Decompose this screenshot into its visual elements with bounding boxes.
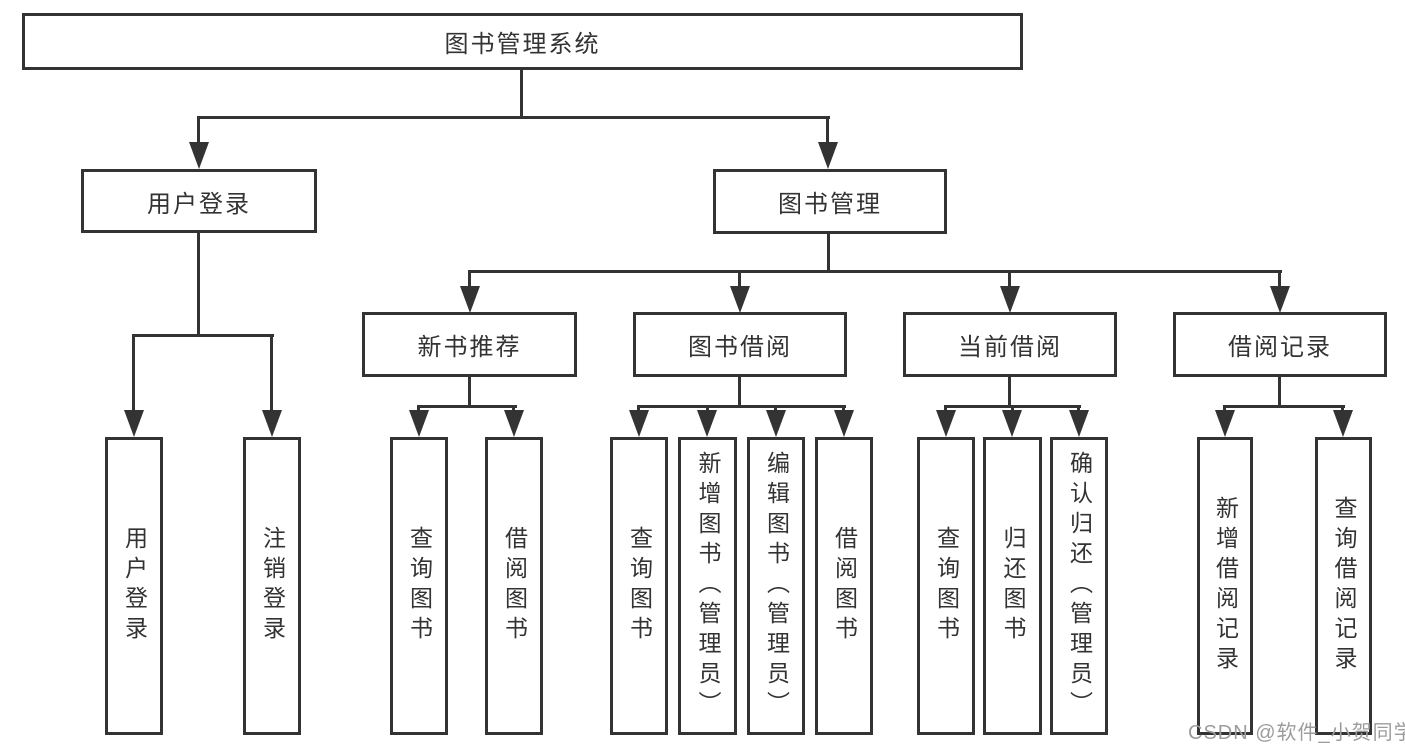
- connector-line: [706, 405, 709, 413]
- node-book-borrow: 图书借阅: [633, 312, 847, 377]
- connector-line: [197, 116, 830, 119]
- connector-line: [738, 270, 741, 288]
- arrowhead-icon: [1000, 286, 1020, 313]
- node-new-book-recommend: 新书推荐: [362, 312, 577, 377]
- leaf-query-books-current: 查询图书: [917, 437, 975, 735]
- arrowhead-icon: [629, 410, 649, 437]
- connector-line: [1008, 270, 1011, 288]
- leaf-edit-book-admin-label: 编辑图书（管理员）: [763, 451, 790, 721]
- connector-line: [637, 405, 640, 413]
- arrowhead-icon: [1215, 410, 1235, 437]
- arrowhead-icon: [1002, 410, 1022, 437]
- leaf-query-books-borrow-label: 查询图书: [626, 526, 653, 646]
- leaf-query-books-recommend-label: 查询图书: [406, 526, 433, 646]
- connector-line: [417, 405, 517, 408]
- leaf-query-books-current-label: 查询图书: [933, 526, 960, 646]
- arrowhead-icon: [730, 286, 750, 313]
- leaf-add-book-admin: 新增图书（管理员）: [678, 437, 737, 735]
- connector-line: [1223, 405, 1345, 408]
- connector-line: [197, 232, 200, 336]
- leaf-logout-label: 注销登录: [259, 526, 286, 646]
- leaf-confirm-return-admin-label: 确认归还（管理员）: [1066, 451, 1093, 721]
- node-root: 图书管理系统: [22, 13, 1023, 70]
- connector-line: [827, 234, 830, 272]
- connector-line: [197, 116, 200, 146]
- node-book-management: 图书管理: [713, 169, 947, 234]
- connector-line: [132, 334, 274, 337]
- leaf-query-borrow-record: 查询借阅记录: [1315, 437, 1372, 735]
- connector-line: [512, 405, 515, 413]
- arrowhead-icon: [262, 410, 282, 437]
- arrowhead-icon: [818, 142, 838, 169]
- leaf-query-books-borrow: 查询图书: [610, 437, 668, 735]
- leaf-borrow-books-recommend: 借阅图书: [485, 437, 543, 735]
- arrowhead-icon: [124, 410, 144, 437]
- arrowhead-icon: [834, 410, 854, 437]
- connector-line: [944, 405, 947, 413]
- connector-line: [1278, 377, 1281, 407]
- node-new-book-recommend-label: 新书推荐: [417, 334, 522, 361]
- connector-line: [468, 270, 471, 288]
- node-user-login-label: 用户登录: [147, 190, 251, 218]
- connector-line: [637, 405, 846, 408]
- leaf-logout: 注销登录: [243, 437, 301, 735]
- leaf-query-borrow-record-label: 查询借阅记录: [1331, 496, 1357, 676]
- leaf-return-book: 归还图书: [983, 437, 1042, 735]
- leaf-borrow-books: 借阅图书: [815, 437, 873, 735]
- leaf-add-book-admin-label: 新增图书（管理员）: [695, 451, 721, 721]
- connector-line: [842, 405, 845, 413]
- node-current-borrow: 当前借阅: [903, 312, 1117, 377]
- connector-line: [738, 377, 741, 407]
- arrowhead-icon: [697, 410, 717, 437]
- node-borrow-records: 借阅记录: [1173, 312, 1387, 377]
- csdn-watermark: CSDN @软件_小贺同学: [1188, 722, 1405, 744]
- arrowhead-icon: [1270, 286, 1290, 313]
- node-user-login: 用户登录: [81, 169, 317, 233]
- arrowhead-icon: [409, 410, 429, 437]
- leaf-add-borrow-record-label: 新增借阅记录: [1212, 496, 1239, 676]
- leaf-user-login: 用户登录: [105, 437, 163, 735]
- connector-line: [774, 405, 777, 413]
- node-current-borrow-label: 当前借阅: [958, 334, 1062, 361]
- arrowhead-icon: [1069, 410, 1089, 437]
- arrowhead-icon: [460, 286, 480, 313]
- node-book-borrow-label: 图书借阅: [688, 334, 792, 361]
- arrowhead-icon: [504, 410, 524, 437]
- connector-line: [1341, 405, 1344, 413]
- leaf-return-book-label: 归还图书: [1000, 526, 1026, 646]
- connector-line: [826, 116, 829, 146]
- connector-line: [1223, 405, 1226, 413]
- connector-line: [1077, 405, 1080, 413]
- connector-line: [520, 69, 523, 119]
- connector-line: [1011, 405, 1014, 413]
- arrowhead-icon: [1333, 410, 1353, 437]
- connector-line: [1008, 377, 1011, 407]
- connector-line: [132, 334, 135, 412]
- connector-line: [468, 377, 471, 407]
- leaf-borrow-books-recommend-label: 借阅图书: [501, 526, 528, 646]
- arrowhead-icon: [936, 410, 956, 437]
- arrowhead-icon: [766, 410, 786, 437]
- leaf-borrow-books-label: 借阅图书: [831, 526, 858, 646]
- leaf-add-borrow-record: 新增借阅记录: [1197, 437, 1253, 735]
- node-root-label: 图书管理系统: [444, 31, 601, 58]
- leaf-edit-book-admin: 编辑图书（管理员）: [747, 437, 805, 735]
- connector-line: [417, 405, 420, 413]
- node-book-management-label: 图书管理: [778, 191, 882, 218]
- connector-line: [270, 334, 273, 412]
- leaf-confirm-return-admin: 确认归还（管理员）: [1050, 437, 1108, 735]
- connector-line: [1278, 270, 1281, 288]
- node-borrow-records-label: 借阅记录: [1228, 334, 1332, 361]
- leaf-query-books-recommend: 查询图书: [390, 437, 448, 735]
- leaf-user-login-label: 用户登录: [121, 526, 148, 646]
- arrowhead-icon: [189, 142, 209, 169]
- connector-line: [468, 270, 1282, 273]
